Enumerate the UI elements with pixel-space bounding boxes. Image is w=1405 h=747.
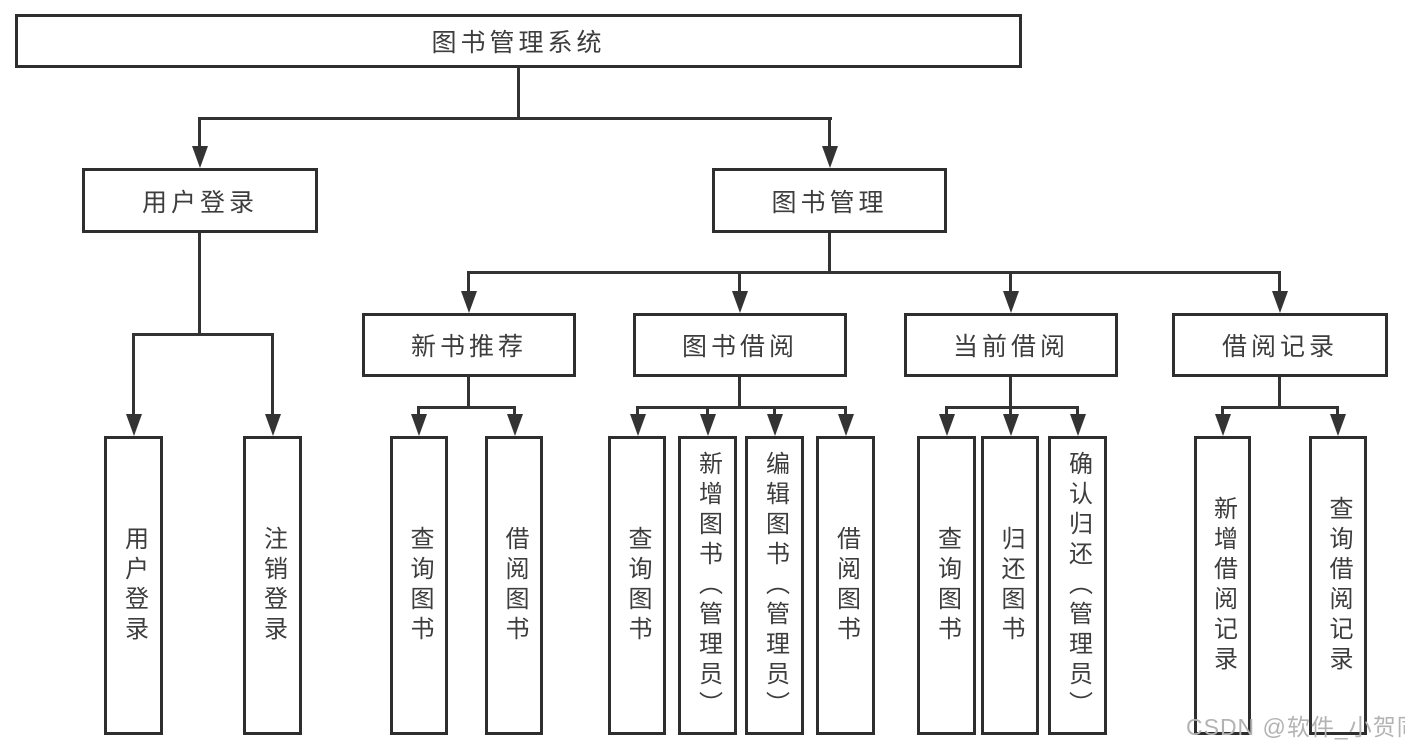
edge-arrow xyxy=(1330,414,1346,436)
edge-line xyxy=(1336,406,1339,415)
edge-arrow xyxy=(192,146,208,168)
leaf-add-book-admin: 新增图书（管理员） xyxy=(678,436,737,735)
leaf-query-book-current: 查询图书 xyxy=(917,436,976,735)
edge-line xyxy=(132,333,135,415)
edge-arrow xyxy=(822,146,838,168)
edge-arrow xyxy=(1070,414,1086,436)
edge-line xyxy=(738,377,741,409)
edge-line xyxy=(1221,406,1338,409)
edge-line xyxy=(636,406,639,415)
edge-arrow xyxy=(126,414,142,436)
edge-arrow xyxy=(700,414,716,436)
node-root-library-system: 图书管理系统 xyxy=(15,14,1022,68)
edge-arrow xyxy=(1003,291,1019,313)
edge-line xyxy=(738,271,741,291)
leaf-logout-login: 注销登录 xyxy=(243,436,302,735)
edge-line xyxy=(132,333,273,336)
edge-arrow xyxy=(1003,414,1019,436)
node-book-management: 图书管理 xyxy=(712,168,947,233)
leaf-confirm-return-admin: 确认归还（管理员） xyxy=(1048,436,1107,735)
leaf-borrow-book-recommend: 借阅图书 xyxy=(485,436,543,735)
node-book-borrow: 图书借阅 xyxy=(633,313,847,377)
edge-line xyxy=(198,117,201,147)
edge-line xyxy=(636,406,845,409)
edge-arrow xyxy=(630,414,646,436)
edge-line xyxy=(513,406,516,415)
node-user-login: 用户登录 xyxy=(82,168,318,233)
edge-line xyxy=(1278,377,1281,409)
edge-line xyxy=(1009,377,1012,409)
edge-line xyxy=(1221,406,1224,415)
csdn-watermark: CSDN @软件_小贺同学 xyxy=(1186,714,1405,740)
edge-line xyxy=(706,406,709,415)
leaf-user-login: 用户登录 xyxy=(104,436,163,735)
edge-line xyxy=(417,406,516,409)
edge-arrow xyxy=(732,291,748,313)
leaf-query-book-borrow: 查询图书 xyxy=(608,436,666,735)
edge-arrow xyxy=(265,414,281,436)
edge-arrow xyxy=(1215,414,1231,436)
leaf-borrow-book: 借阅图书 xyxy=(816,436,875,735)
edge-line xyxy=(828,117,831,147)
edge-arrow xyxy=(507,414,523,436)
edge-line xyxy=(417,406,420,415)
node-current-borrow: 当前借阅 xyxy=(904,313,1118,377)
edge-arrow xyxy=(767,414,783,436)
edge-line xyxy=(1278,271,1281,291)
edge-arrow xyxy=(1272,291,1288,313)
edge-line xyxy=(1009,271,1012,291)
edge-line xyxy=(271,333,274,415)
edge-line xyxy=(844,406,847,415)
edge-line xyxy=(1009,406,1012,415)
edge-line xyxy=(1076,406,1079,415)
edge-line xyxy=(198,233,201,336)
leaf-edit-book-admin: 编辑图书（管理员） xyxy=(745,436,804,735)
leaf-query-book-recommend: 查询图书 xyxy=(390,436,448,735)
edge-line xyxy=(467,271,1281,274)
edge-line xyxy=(945,406,948,415)
edge-arrow xyxy=(939,414,955,436)
leaf-query-borrow-record: 查询借阅记录 xyxy=(1309,436,1367,735)
leaf-add-borrow-record: 新增借阅记录 xyxy=(1194,436,1251,735)
edge-line xyxy=(517,68,520,120)
edge-arrow xyxy=(838,414,854,436)
edge-line xyxy=(828,233,831,274)
node-new-book-recommend: 新书推荐 xyxy=(362,313,576,377)
leaf-return-book: 归还图书 xyxy=(981,436,1039,735)
edge-arrow xyxy=(461,291,477,313)
edge-arrow xyxy=(411,414,427,436)
edge-line xyxy=(467,271,470,291)
edge-line xyxy=(773,406,776,415)
node-borrow-records: 借阅记录 xyxy=(1172,313,1388,377)
edge-line xyxy=(198,117,832,120)
edge-line xyxy=(467,377,470,409)
